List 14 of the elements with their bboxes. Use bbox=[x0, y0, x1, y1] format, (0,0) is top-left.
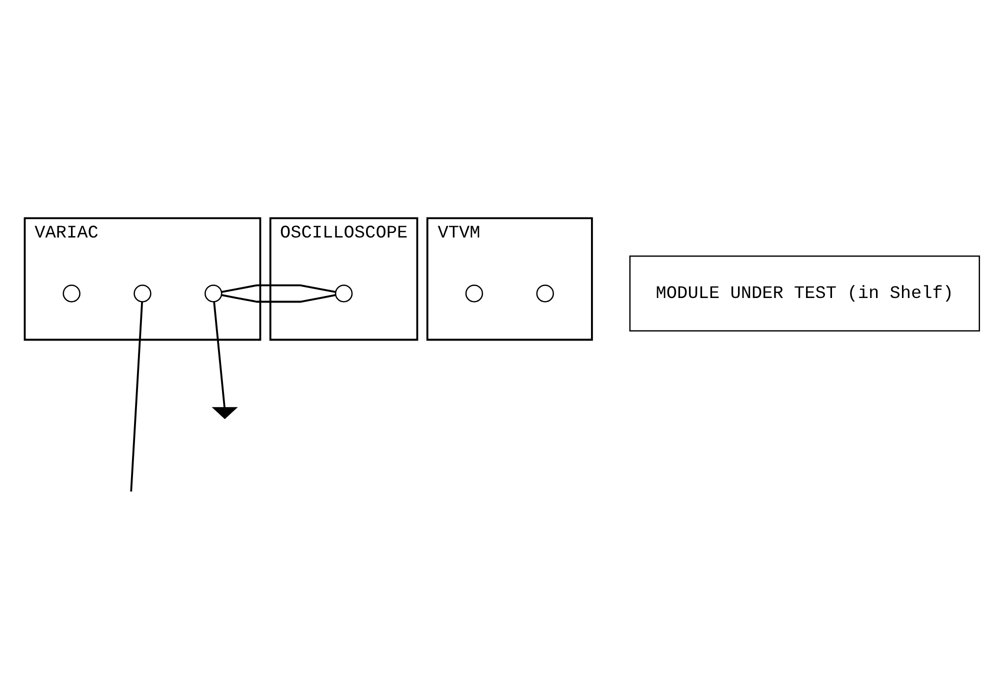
node-circle bbox=[465, 284, 484, 302]
cluster: VARIAC bbox=[24, 216, 262, 340]
node-circle bbox=[536, 284, 554, 302]
connector bbox=[222, 284, 336, 302]
node-ground bbox=[212, 406, 238, 419]
node-circle bbox=[134, 284, 152, 302]
node-box: MODULE UNDER TEST (in Shelf) bbox=[629, 255, 980, 331]
cluster: OSCILLOSCOPE bbox=[269, 216, 418, 340]
node-circle bbox=[204, 284, 222, 302]
node-circle bbox=[334, 284, 353, 302]
connector bbox=[213, 301, 226, 408]
connector bbox=[130, 301, 144, 492]
cluster: VTVM bbox=[426, 216, 593, 340]
node-circle bbox=[62, 284, 80, 302]
